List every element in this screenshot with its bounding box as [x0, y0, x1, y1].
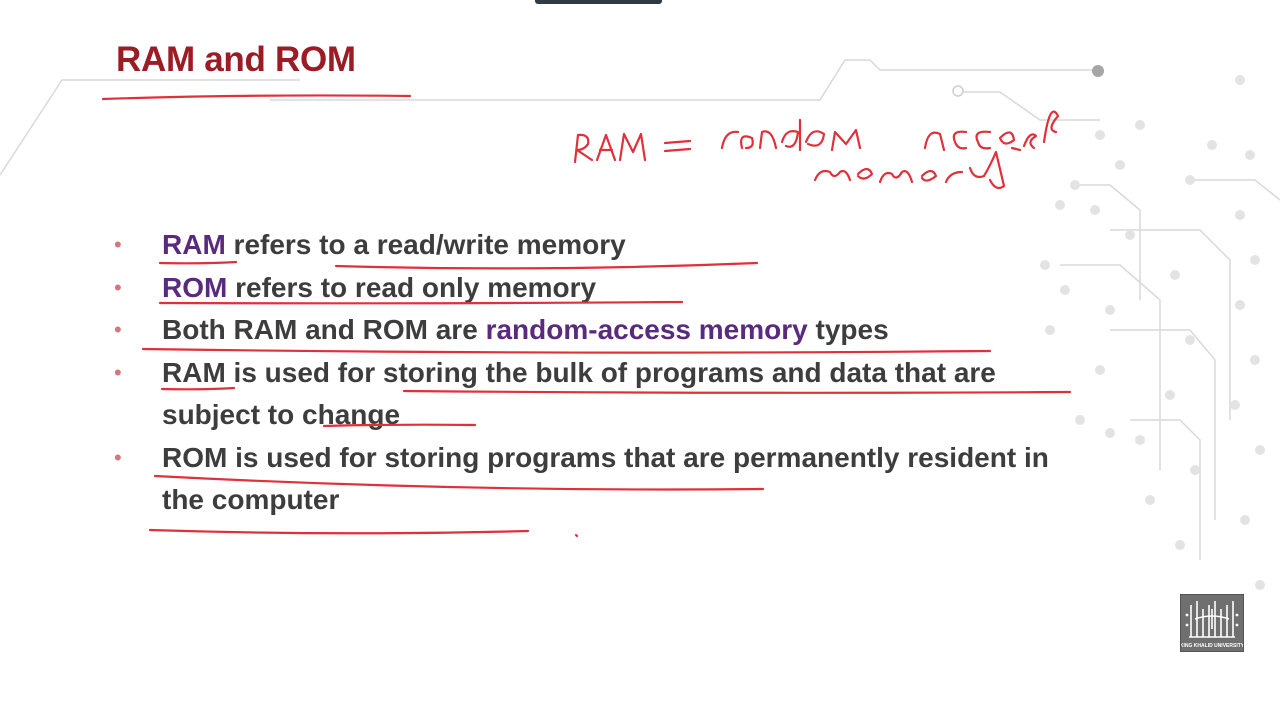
- bullet-text: RAM is used for storing the bulk of prog…: [162, 356, 996, 431]
- bullet-marker: •: [114, 317, 122, 342]
- underline-resident: [148, 528, 530, 535]
- underline-storing-line: [402, 389, 1072, 394]
- underline-ram-bulk: [160, 386, 236, 391]
- bullet-item: • Both RAM and ROM are random-access mem…: [112, 309, 1072, 352]
- bullet-item: • ROM is used for storing programs that …: [112, 437, 1072, 522]
- underline-rom-line: [158, 300, 684, 305]
- bullet-item: • RAM is used for storing the bulk of pr…: [112, 352, 1072, 437]
- bullet-text: Both RAM and ROM are: [162, 314, 486, 345]
- slide-title: RAM and ROM: [116, 40, 356, 79]
- bullet-text: types: [807, 314, 889, 345]
- bullet-text: refers to read only memory: [227, 271, 597, 303]
- underline-subject: [322, 423, 477, 428]
- underline-read-write-memory: [334, 261, 759, 270]
- ink-ram-equals: [573, 132, 692, 164]
- university-logo: KING KHALID UNIVERSITY: [1180, 594, 1245, 652]
- bullet-text: ROM is used for storing programs that ar…: [162, 441, 1049, 516]
- term-rom: ROM: [162, 271, 228, 303]
- bullet-marker: •: [114, 359, 122, 385]
- logo-caption: KING KHALID UNIVERSITY: [1181, 643, 1243, 649]
- title-underline: [101, 94, 412, 101]
- bullet-item: • RAM refers to a read/write memory: [112, 224, 1072, 267]
- underline-both-line: [141, 347, 992, 354]
- bullet-item: • ROM refers to read only memory: [112, 267, 1072, 310]
- underline-rom-storing: [153, 474, 765, 491]
- bullet-list: • RAM refers to a read/write memory • RO…: [112, 224, 1072, 522]
- underline-ram: [158, 260, 238, 265]
- ink-random-access: [720, 110, 1060, 152]
- bullet-marker: •: [114, 444, 122, 470]
- bullet-text: refers to a read/write memory: [225, 229, 626, 260]
- university-emblem-icon: KING KHALID UNIVERSITY: [1180, 595, 1245, 651]
- term-random-access-memory: random-access memory: [485, 314, 808, 345]
- term-ram: RAM: [162, 229, 226, 260]
- top-tab-handle[interactable]: [535, 0, 662, 4]
- bullet-marker: •: [114, 232, 122, 257]
- bullet-marker: •: [114, 274, 122, 300]
- ink-memory: [813, 150, 1006, 190]
- ink-dot: [574, 533, 579, 538]
